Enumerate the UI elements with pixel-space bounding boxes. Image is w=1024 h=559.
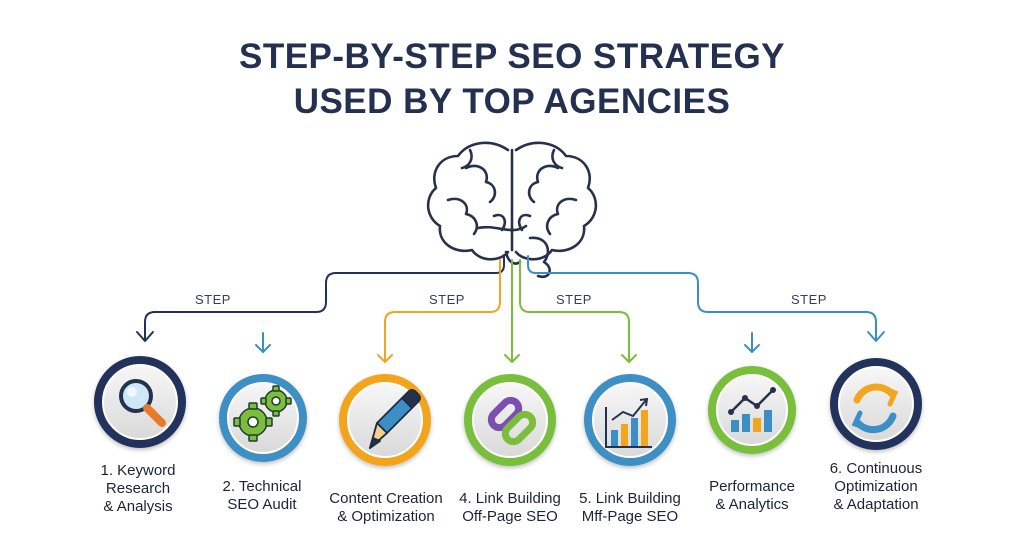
step-2-label: 2. Technical SEO Audit [222,478,302,513]
title-line-2: USED BY TOP AGENCIES [293,82,731,121]
step-1-label: 1. Keyword Research & Analysis [100,462,176,515]
pen-icon [369,389,421,449]
step-label-center-left: STEP [429,292,465,307]
step-7-label: 6. Continuous Optimization & Adaptation [829,460,923,513]
step-5-label: 5. Link Building Mff-Page SEO [579,490,681,525]
step-label-right: STEP [791,292,827,307]
gears-icon [233,385,292,442]
trend-chart-icon [728,387,776,432]
step-4-label: 4. Link Building Off-Page SEO [459,490,561,525]
step-3-label: Content Creation & Optimization [329,490,443,525]
step-label-left: STEP [195,292,231,307]
step-6-label: Performance & Analytics [709,478,795,513]
step-5-disc [592,382,668,458]
bar-chart-icon [605,397,652,448]
magnifier-icon [119,379,166,427]
brain-icon [426,141,598,279]
step-label-center-right: STEP [556,292,592,307]
title-line-1: STEP-BY-STEP SEO STRATEGY [238,37,786,76]
step-circles [94,356,922,466]
refresh-arrows-icon [851,383,899,434]
connector-lines [136,254,885,363]
chain-link-icon [487,396,537,446]
step-6-disc [716,374,788,446]
page-title: STEP-BY-STEP SEO STRATEGY USED BY TOP AG… [0,34,1024,124]
